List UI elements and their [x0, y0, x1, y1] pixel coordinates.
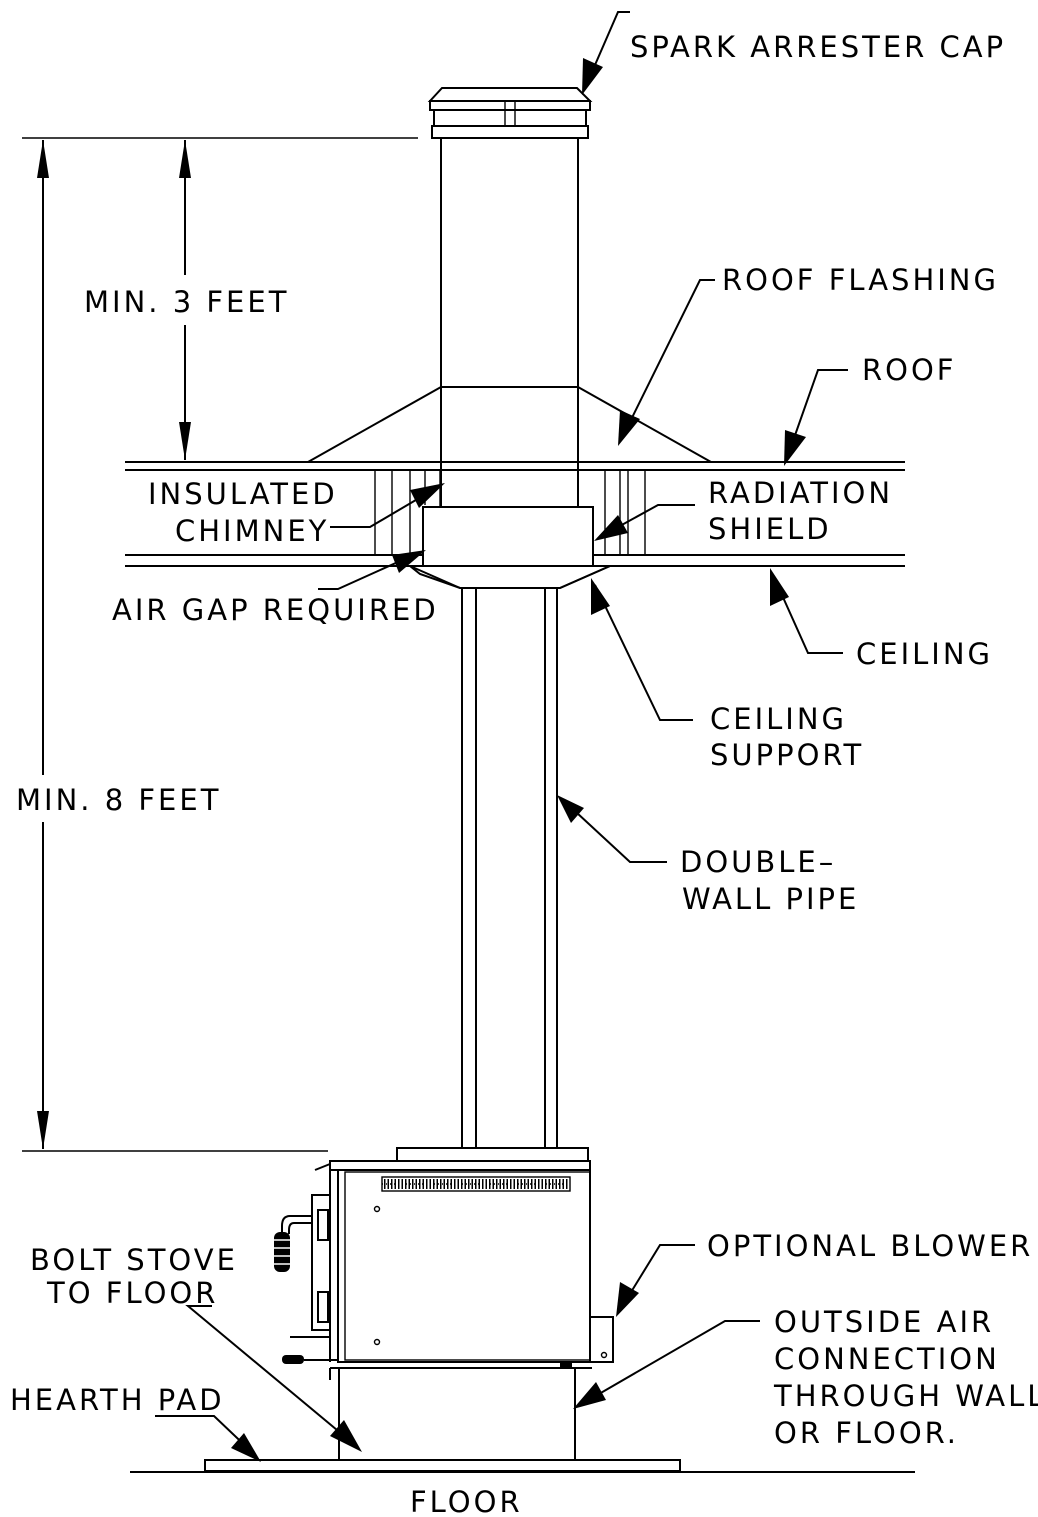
label-min-8-feet: MIN. 8 FEET: [16, 783, 221, 817]
label-bolt-stove-1: BOLT STOVE: [30, 1243, 238, 1277]
stove-screw-top: [373, 1205, 381, 1213]
leader-ceiling-support: [591, 578, 693, 721]
label-ceiling: CEILING: [856, 637, 993, 671]
insulated-chimney: [440, 138, 579, 507]
label-outside-air-3: THROUGH WALL: [773, 1379, 1038, 1413]
leader-double-wall-pipe: [557, 795, 667, 863]
label-radiation-shield-1: RADIATION: [708, 476, 893, 510]
label-optional-blower: OPTIONAL BLOWER: [707, 1229, 1033, 1263]
spark-arrester-cap: [427, 87, 593, 139]
label-outside-air-4: OR FLOOR.: [774, 1416, 959, 1450]
leader-radiation-shield: [594, 504, 695, 541]
leader-optional-blower: [616, 1244, 695, 1317]
stove-vent-louvres: [381, 1176, 571, 1192]
label-air-gap-required: AIR GAP REQUIRED: [112, 593, 439, 627]
leader-roof-flashing: [618, 279, 715, 446]
dimension-min-3-feet: [179, 140, 191, 460]
radiation-shield: [422, 506, 594, 567]
leader-hearth-pad: [155, 1415, 261, 1462]
label-radiation-shield-2: SHIELD: [708, 512, 832, 546]
label-outside-air-2: CONNECTION: [774, 1342, 1000, 1376]
stove-screw-bottom: [373, 1338, 381, 1346]
label-min-3-feet: MIN. 3 FEET: [84, 285, 289, 319]
roof-flashing: [307, 386, 712, 463]
label-spark-arrester-cap: SPARK ARRESTER CAP: [630, 30, 1006, 64]
leader-outside-air: [573, 1320, 760, 1409]
label-floor: FLOOR: [410, 1485, 523, 1517]
label-insulated-chimney-2: CHIMNEY: [175, 514, 329, 548]
label-roof-flashing: ROOF FLASHING: [722, 263, 999, 297]
leader-roof: [784, 369, 848, 466]
label-double-wall-pipe-2: WALL PIPE: [682, 882, 859, 916]
leader-insulated-chimney: [330, 483, 445, 528]
label-insulated-chimney-1: INSULATED: [148, 477, 338, 511]
hearth-pad: [204, 1459, 681, 1472]
label-roof: ROOF: [862, 353, 956, 387]
label-outside-air-1: OUTSIDE AIR: [774, 1305, 994, 1339]
leader-air-gap: [318, 550, 426, 590]
label-double-wall-pipe-1: DOUBLE–: [680, 845, 836, 879]
dimension-min-8-feet: [22, 137, 418, 1152]
label-bolt-stove-2: TO FLOOR: [46, 1276, 218, 1310]
wood-stove: [274, 1147, 614, 1461]
label-hearth-pad: HEARTH PAD: [10, 1383, 225, 1417]
leader-ceiling: [770, 568, 843, 654]
roof: [125, 461, 905, 471]
leader-bolt-stove: [185, 1305, 362, 1452]
label-ceiling-support-2: SUPPORT: [710, 738, 864, 772]
optional-blower-box: [589, 1316, 614, 1363]
label-ceiling-support-1: CEILING: [710, 702, 847, 736]
ceiling-support: [407, 565, 611, 589]
leader-spark-arrester: [582, 11, 630, 95]
door-handle: [274, 1215, 312, 1272]
double-wall-pipe: [461, 588, 558, 1148]
